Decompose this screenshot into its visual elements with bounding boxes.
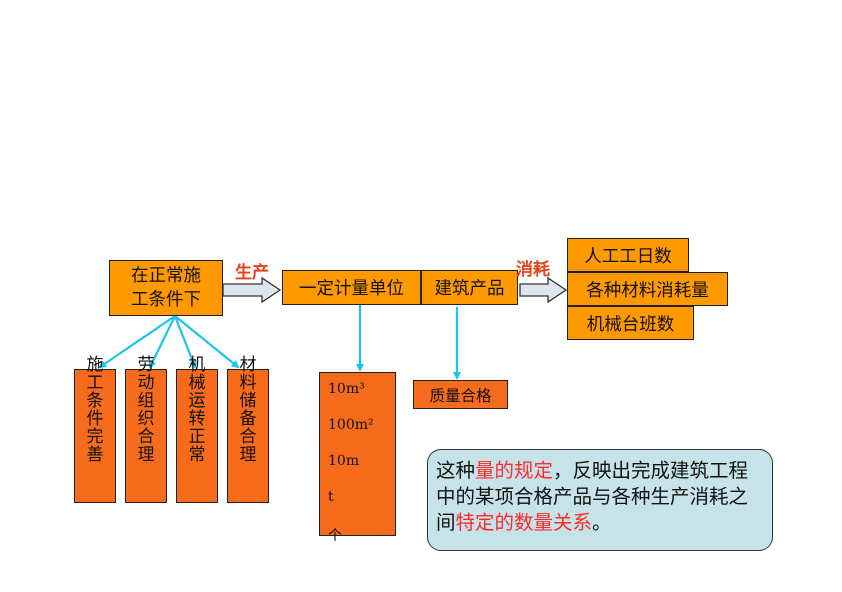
consumption-item-1: 人工工日数 bbox=[567, 238, 689, 272]
fan-line-1 bbox=[98, 315, 176, 369]
consumption-item-2: 各种材料消耗量 bbox=[567, 272, 728, 306]
unit-item-1: 10m³ bbox=[328, 381, 365, 397]
condition-1-text: 施工条件完善 bbox=[86, 355, 104, 465]
condition-1: 施工条件完善 bbox=[74, 356, 116, 503]
source-line-1: 在正常施 bbox=[131, 266, 201, 286]
unit-item-4: t bbox=[328, 489, 334, 505]
condition-2-text: 劳动组织合理 bbox=[137, 355, 155, 465]
units-box: 10m³ 100m² 10m t 个 bbox=[319, 372, 396, 544]
note-callout: 这种量的规定，反映出完成建筑工程中的某项合格产品与各种生产消耗之间特定的数量关系… bbox=[427, 449, 773, 551]
unit-item-5: 个 bbox=[328, 528, 342, 544]
note-text-2: ，反映出完成建筑工程中的某项合格产品与各种生产消耗之间 bbox=[436, 459, 749, 534]
condition-3: 机械运转正常 bbox=[176, 356, 218, 503]
source-box: 在正常施 工条件下 bbox=[109, 260, 223, 316]
condition-2: 劳动组织合理 bbox=[125, 356, 167, 503]
consume-arrow bbox=[519, 276, 568, 304]
unit-box: 一定计量单位 bbox=[282, 270, 421, 305]
source-line-2: 工条件下 bbox=[131, 290, 201, 310]
fan-line-4 bbox=[174, 315, 240, 369]
consume-label: 消耗 bbox=[516, 260, 550, 280]
produce-label: 生产 bbox=[235, 263, 269, 283]
note-highlight-1: 量的规定 bbox=[475, 459, 554, 482]
quality-box: 质量合格 bbox=[413, 380, 508, 409]
note-text-1: 这种 bbox=[436, 459, 476, 482]
product-box: 建筑产品 bbox=[421, 270, 518, 305]
fan-line-2 bbox=[149, 315, 176, 369]
note-text-3: 。 bbox=[592, 511, 612, 534]
fan-line-3 bbox=[173, 315, 197, 369]
condition-4: 材料储备合理 bbox=[227, 356, 269, 503]
consumption-item-3: 机械台班数 bbox=[567, 306, 694, 340]
unit-item-3: 10m bbox=[328, 453, 360, 469]
unit-item-2: 100m² bbox=[328, 417, 374, 433]
note-highlight-2: 特定的数量关系 bbox=[455, 511, 593, 534]
condition-3-text: 机械运转正常 bbox=[188, 355, 206, 465]
condition-4-text: 材料储备合理 bbox=[239, 355, 257, 465]
produce-arrow bbox=[222, 276, 282, 304]
